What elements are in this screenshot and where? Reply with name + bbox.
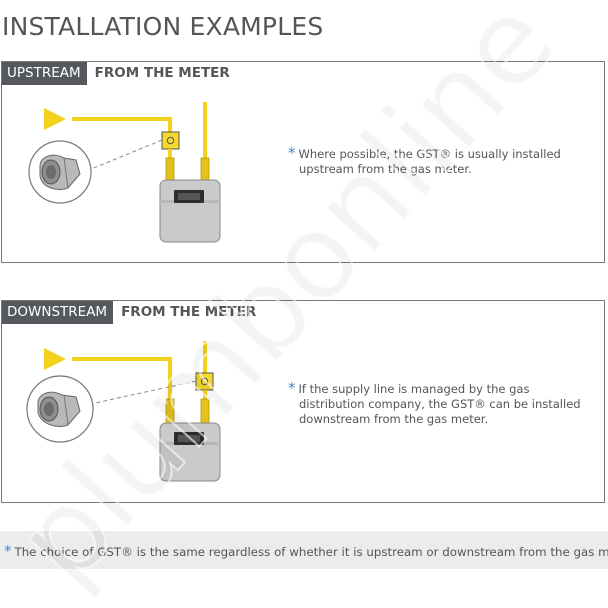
- downstream-note-line1: If the supply line is managed by the gas: [298, 382, 530, 396]
- upstream-note-line1: Where possible, the GST® is usually inst…: [298, 147, 561, 161]
- zoom-detail-icon: [26, 375, 94, 443]
- upstream-note-line2: upstream from the gas meter.: [299, 162, 472, 176]
- gst-valve-icon: [195, 372, 214, 391]
- arrow-right-icon: [44, 108, 66, 130]
- arrow-right-icon: [44, 348, 66, 370]
- asterisk-icon: *: [288, 379, 296, 397]
- gas-meter-icon: [159, 422, 221, 482]
- upstream-tab-sub: FROM THE METER: [86, 62, 238, 85]
- upstream-tab-label: UPSTREAM: [2, 62, 87, 85]
- downstream-note-line2: distribution company, the GST® can be in…: [299, 397, 581, 411]
- gas-meter-icon: [159, 179, 221, 243]
- downstream-tab-sub: FROM THE METER: [113, 301, 265, 324]
- asterisk-icon: *: [4, 542, 12, 560]
- footer-note: *The choice of GST® is the same regardle…: [4, 542, 608, 560]
- footer-note-text: The choice of GST® is the same regardles…: [14, 545, 608, 559]
- downstream-diagram: [26, 341, 221, 482]
- asterisk-icon: *: [288, 144, 296, 162]
- downstream-tab-label: DOWNSTREAM: [2, 301, 114, 324]
- upstream-panel: UPSTREAM FROM THE METER: [1, 61, 605, 263]
- downstream-tab: DOWNSTREAM FROM THE METER: [2, 301, 265, 324]
- supply-pipe: [72, 117, 172, 132]
- upstream-tab: UPSTREAM FROM THE METER: [2, 62, 238, 85]
- upstream-diagram: [28, 102, 221, 243]
- downstream-panel: DOWNSTREAM FROM THE METER: [1, 300, 605, 503]
- upstream-note: *Where possible, the GST® is usually ins…: [288, 146, 561, 177]
- downstream-note: *If the supply line is managed by the ga…: [288, 381, 581, 427]
- gst-valve-icon: [161, 131, 180, 150]
- zoom-detail-icon: [28, 140, 92, 204]
- page-title: INSTALLATION EXAMPLES: [2, 12, 324, 41]
- downstream-note-line3: downstream from the gas meter.: [299, 412, 489, 426]
- footer-bar: *The choice of GST® is the same regardle…: [0, 531, 608, 569]
